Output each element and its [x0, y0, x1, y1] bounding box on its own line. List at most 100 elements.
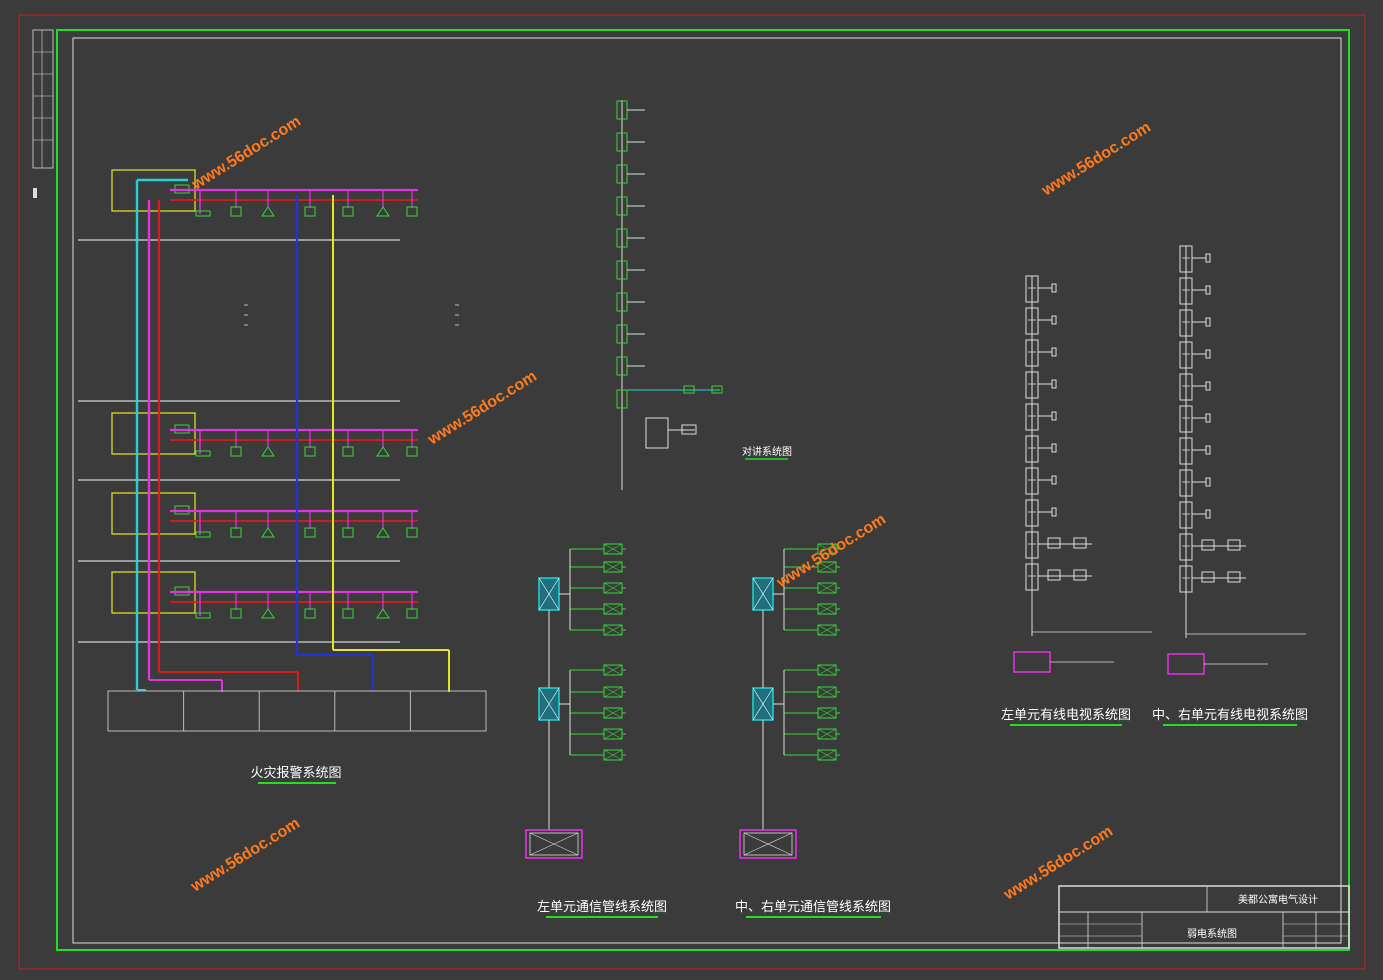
intake-box: [739, 829, 797, 859]
module-icon: [195, 210, 211, 217]
tv-outlet: [1201, 539, 1215, 551]
amplifier-box: [1179, 437, 1193, 465]
device-icon: [230, 527, 242, 538]
intercom-device: [683, 385, 695, 394]
outlet-x: [603, 624, 623, 636]
detector-icon: [376, 206, 390, 217]
device-icon: [304, 527, 316, 538]
tap-icon: [1205, 317, 1211, 327]
tap-icon: [1051, 475, 1057, 485]
tap-icon: [1051, 283, 1057, 293]
inner-frame: [72, 37, 1342, 944]
tap-icon: [1051, 507, 1057, 517]
tap-icon: [1205, 445, 1211, 455]
device-icon: [230, 206, 242, 217]
amplifier-box: [1025, 531, 1039, 559]
amplifier-box: [1025, 275, 1039, 303]
tv-outlet: [1073, 569, 1087, 581]
outer-border: [18, 14, 1366, 970]
amplifier-box: [1025, 307, 1039, 335]
tap-icon: [1205, 285, 1211, 295]
detector-icon: [376, 446, 390, 457]
project-name: 美都公寓电气设计: [1238, 893, 1318, 906]
comm-diagrams: [525, 543, 840, 859]
outlet-x: [817, 707, 837, 719]
device-icon: [406, 608, 418, 619]
amplifier-box: [1179, 277, 1193, 305]
device-icon: [342, 446, 354, 457]
door-station: [645, 417, 669, 449]
amplifier-box: [1179, 469, 1193, 497]
tv-mid-right-title: 中、右单元有线电视系统图: [1152, 708, 1308, 723]
detector-icon: [261, 608, 275, 619]
amplifier-box: [1025, 371, 1039, 399]
device-icon: [230, 446, 242, 457]
title-block: 美都公寓电气设计 弱电系统图: [1058, 885, 1350, 949]
outlet-x: [817, 664, 837, 676]
amplifier-box: [1025, 499, 1039, 527]
tv-diagrams: [1013, 245, 1306, 675]
outlet-x: [603, 543, 623, 555]
intake-inner: [743, 832, 793, 856]
outlet-x: [603, 686, 623, 698]
device-icon: [342, 206, 354, 217]
device-icon: [304, 446, 316, 457]
amplifier-box: [1179, 341, 1193, 369]
module-icon: [195, 612, 211, 619]
tap-icon: [1205, 413, 1211, 423]
watermark-text: www.56doc.com: [1000, 823, 1116, 904]
equipment-table: [107, 690, 487, 732]
watermark-text: www.56doc.com: [188, 113, 304, 194]
module-icon: [195, 450, 211, 457]
tap-icon: [1205, 381, 1211, 391]
amplifier-box: [1179, 245, 1193, 273]
tap-icon: [1051, 411, 1057, 421]
watermark-text: www.56doc.com: [187, 815, 303, 896]
amplifier-box: [1179, 565, 1193, 593]
fire-alarm-diagram: [78, 169, 487, 732]
amplifier-box: [1179, 533, 1193, 561]
amplifier-box: [1179, 309, 1193, 337]
amplifier-box: [1025, 435, 1039, 463]
intercom-title: 对讲系统图: [742, 445, 792, 458]
amplifier-box: [1179, 501, 1193, 529]
device-icon: [304, 206, 316, 217]
intercom-box: [616, 389, 628, 409]
amplifier-box: [1179, 373, 1193, 401]
tv-box: [1013, 651, 1051, 673]
outlet-x: [603, 582, 623, 594]
module-icon: [195, 531, 211, 538]
outlet-x: [603, 561, 623, 573]
box-x: [752, 577, 774, 611]
watermark-text: www.56doc.com: [773, 511, 889, 592]
watermark-text: www.56doc.com: [1038, 119, 1154, 200]
tap-icon: [1051, 315, 1057, 325]
amplifier-box: [1025, 467, 1039, 495]
tap-icon: [1205, 349, 1211, 359]
tv-left-title: 左单元有线电视系统图: [1001, 708, 1131, 723]
outlet-x: [817, 543, 837, 555]
tv-box: [1167, 653, 1205, 675]
tap-icon: [1205, 253, 1211, 263]
outlet-x: [817, 561, 837, 573]
intake-inner: [529, 832, 579, 856]
device-icon: [342, 527, 354, 538]
tap-icon: [1051, 443, 1057, 453]
amplifier-box: [1025, 403, 1039, 431]
intercom-diagram: [616, 100, 723, 490]
fire-title: 火灾报警系统图: [250, 765, 341, 781]
drawing-name: 弱电系统图: [1187, 927, 1237, 940]
intake-box: [525, 829, 583, 859]
detector-icon: [261, 206, 275, 217]
tv-outlet: [1227, 539, 1241, 551]
binding-strip: [32, 29, 54, 198]
tv-outlet: [1073, 537, 1087, 549]
device-icon: [406, 527, 418, 538]
outlet-x: [603, 603, 623, 615]
tv-outlet: [1047, 569, 1061, 581]
outlet-x: [817, 582, 837, 594]
floor-panel-box: [111, 412, 196, 455]
tv-outlet: [1047, 537, 1061, 549]
drawing-frame: [56, 29, 1350, 951]
